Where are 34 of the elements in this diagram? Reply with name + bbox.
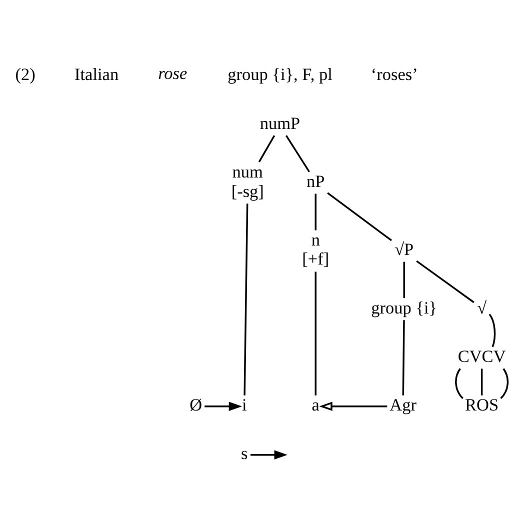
- node-text: group {i}: [371, 298, 438, 318]
- label: ‘roses’: [370, 65, 418, 84]
- connector: [327, 192, 392, 242]
- node-text: √P: [394, 240, 414, 260]
- arrow: [319, 402, 388, 411]
- node-text: n [+f]: [302, 230, 330, 269]
- label: rose: [158, 64, 188, 84]
- connector: [258, 135, 276, 162]
- label: group {i}, F, pl: [228, 65, 332, 84]
- connector: [403, 262, 405, 298]
- node-text: √: [477, 298, 487, 318]
- node-text: a: [312, 395, 320, 414]
- node-text: ROS: [465, 395, 499, 414]
- connector: [500, 368, 509, 400]
- connector: [402, 320, 405, 396]
- label: Italian: [74, 65, 119, 84]
- node-text: Agr: [390, 395, 416, 414]
- connector: [244, 204, 248, 396]
- connector: [286, 135, 310, 172]
- connector: [314, 194, 316, 230]
- connector: [416, 260, 474, 304]
- node-text: Ø: [190, 395, 202, 414]
- connector: [455, 368, 464, 400]
- connector: [480, 368, 483, 396]
- node-text: numP: [260, 114, 300, 133]
- arrow: [204, 402, 242, 411]
- node-text: nP: [306, 172, 325, 192]
- node-text: i: [242, 395, 247, 414]
- node-text: num [-sg]: [231, 162, 264, 201]
- label: (2): [15, 65, 36, 84]
- connector: [314, 272, 316, 396]
- node-text: CVCV: [458, 346, 506, 366]
- connector: [488, 314, 496, 348]
- node-text: s: [241, 444, 248, 463]
